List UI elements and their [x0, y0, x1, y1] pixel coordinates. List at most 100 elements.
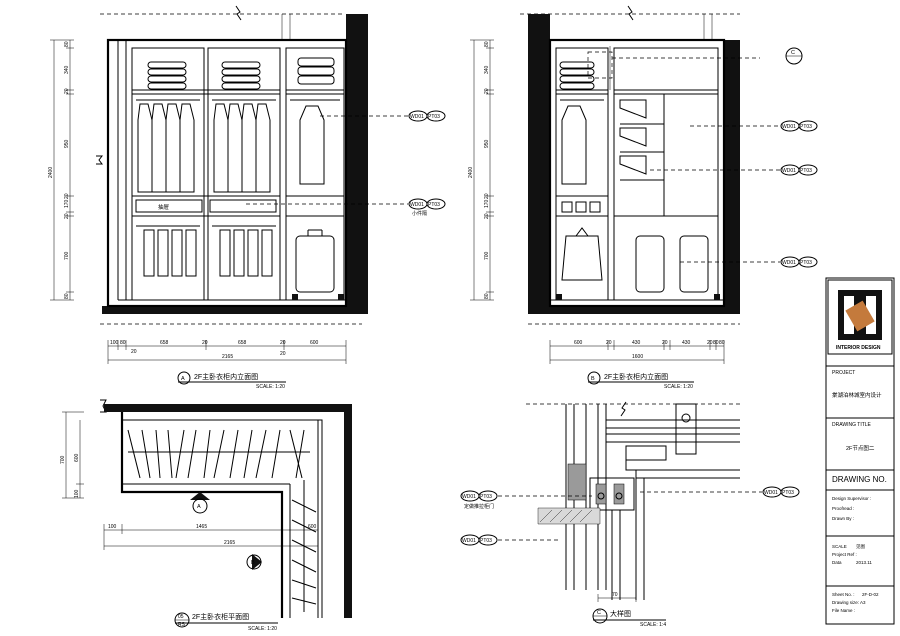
elev-b-title: B 2F主卧衣柜内立面图 SCALE: 1:20 [587, 371, 694, 390]
elev-a-horizontal-dims: 100 80 658 20 658 20 600 20 20 2165 [107, 340, 347, 364]
dim-h-a-2: 658 [160, 340, 169, 346]
svg-text:大样图: 大样图 [610, 609, 631, 618]
dim-h-b-0: 600 [574, 340, 583, 346]
svg-text:SCALE: 1:20: SCALE: 1:20 [664, 384, 693, 390]
svg-text:PT03: PT03 [800, 168, 812, 174]
dim-v-b-6: 20 [484, 213, 490, 219]
svg-text:C: C [597, 610, 601, 616]
drawer-label: 抽屉 [158, 203, 170, 211]
dim-v-a-2: 20 [64, 88, 70, 94]
dim-v-a-total: 2400 [48, 167, 54, 178]
dim-h-a-6: 600 [310, 340, 319, 346]
detail-title: C 大样图 SCALE: 1:4 [592, 608, 666, 628]
dim-h-a-5: 20 [280, 340, 286, 346]
plan-dim-v-0: 700 [60, 455, 66, 464]
svg-text:2013.11: 2013.11 [856, 560, 872, 565]
svg-text:SCALE: SCALE [832, 544, 847, 549]
elev-b-horizontal-dims: 600 20 430 20 430 20 80 80 1600 [549, 340, 725, 364]
dim-h-b-6: 80 [713, 340, 719, 346]
svg-text:小件隔: 小件隔 [412, 210, 427, 217]
luggage-icon [295, 235, 335, 293]
svg-text:PT03: PT03 [800, 124, 812, 130]
svg-text:WD01: WD01 [782, 124, 796, 130]
folded-clothes-icon [147, 57, 335, 90]
dim-v-a-0: 80 [64, 41, 70, 47]
drawer-left [135, 199, 203, 213]
svg-text:PT03: PT03 [428, 114, 440, 120]
dim-h-a-sub-0: 20 [131, 349, 137, 355]
svg-text:C: C [791, 50, 795, 56]
material-tag-c1: WD01 PT03 定做推拉柜门 [460, 490, 498, 510]
plan-view: A B 700 600 100 100 1465 600 2165 [60, 399, 352, 632]
elev-b-vertical-dims: 80 340 20 950 20 170 20 700 80 2400 [468, 39, 494, 301]
svg-text:Drawn By :: Drawn By : [832, 516, 854, 521]
dim-h-a-0: 100 [110, 340, 119, 346]
elev-a-vertical-dims: 80 340 20 950 20 170 20 700 80 2400 [48, 39, 74, 301]
dim-h-a-3: 20 [202, 340, 208, 346]
dim-h-b-2: 430 [632, 340, 641, 346]
elevation-b: C [468, 5, 818, 390]
dim-v-a-7: 700 [64, 251, 70, 260]
plan-title: 05 RS 2F主卧衣柜平面图 SCALE: 1:20 [174, 612, 278, 632]
material-tag-a1: WD01 PT03 [408, 110, 446, 122]
plan-hangers [127, 429, 317, 612]
svg-text:PT03: PT03 [480, 494, 492, 500]
svg-text:RS: RS [178, 622, 186, 628]
svg-text:File Name :: File Name : [832, 608, 855, 613]
material-tag-c2: WD01 PT03 [762, 486, 800, 498]
svg-text:SCALE: 1:4: SCALE: 1:4 [640, 622, 666, 628]
material-tag-b3: WD01 PT03 [780, 256, 818, 268]
svg-text:A: A [197, 504, 201, 510]
dim-h-b-1: 20 [606, 340, 612, 346]
plan-dims: 700 600 100 100 1465 600 2165 [60, 411, 319, 550]
dim-v-b-7: 700 [484, 251, 490, 260]
svg-text:WD01: WD01 [782, 168, 796, 174]
hanging-shirt-icon [137, 103, 325, 193]
company-logo-icon [838, 290, 882, 340]
hanging-bag-icon [561, 235, 603, 281]
svg-text:05: 05 [178, 614, 184, 620]
dim-h-b-total: 1600 [632, 354, 643, 360]
svg-text:2F主卧衣柜内立面图: 2F主卧衣柜内立面图 [604, 372, 668, 381]
dim-h-b-3: 20 [662, 340, 668, 346]
dim-v-b-1: 340 [484, 65, 490, 74]
svg-text:70: 70 [612, 592, 618, 598]
drawer-right [209, 199, 277, 213]
svg-text:PT03: PT03 [480, 538, 492, 544]
dim-v-a-5: 170 [64, 199, 70, 208]
dim-h-b-7: 80 [719, 340, 725, 346]
svg-text:100: 100 [108, 524, 117, 530]
dim-v-a-3: 950 [64, 139, 70, 148]
svg-text:Proofread :: Proofread : [832, 506, 854, 511]
svg-text:2F主卧衣柜平面图: 2F主卧衣柜平面图 [192, 612, 249, 621]
dim-h-b-4: 430 [682, 340, 691, 346]
svg-text:WD01: WD01 [462, 538, 476, 544]
svg-text:INTERIOR DESIGN: INTERIOR DESIGN [836, 345, 881, 351]
svg-text:600: 600 [308, 524, 317, 530]
svg-text:SCALE: 1:20: SCALE: 1:20 [256, 384, 285, 390]
dim-h-b-5: 20 [707, 340, 713, 346]
svg-text:DRAWING TITLE: DRAWING TITLE [832, 422, 872, 428]
dim-h-a-total: 2165 [222, 354, 233, 360]
svg-text:B: B [591, 376, 595, 382]
plan-dim-v-2: 100 [74, 489, 80, 498]
folded-clothes-icon [559, 61, 595, 90]
svg-text:1465: 1465 [196, 524, 207, 530]
dim-v-b-total: 2400 [468, 167, 474, 178]
material-tag-b2: WD01 PT03 [780, 164, 818, 176]
section-marker-a: A [190, 492, 210, 514]
svg-text:DRAWING NO.: DRAWING NO. [832, 475, 887, 484]
callout-bubble-c: C [785, 47, 803, 65]
svg-text:A: A [181, 376, 185, 382]
svg-text:2F主卧衣柜内立面图: 2F主卧衣柜内立面图 [194, 372, 258, 381]
dim-v-b-0: 80 [484, 41, 490, 47]
svg-text:2F-D-02: 2F-D-02 [862, 592, 879, 597]
elev-a-title: A 2F主卧衣柜内立面图 SCALE: 1:20 [177, 371, 286, 390]
luggage-icon [635, 235, 665, 293]
svg-text:PROJECT: PROJECT [832, 370, 855, 376]
svg-text:SCALE: 1:20: SCALE: 1:20 [248, 626, 277, 632]
svg-text:WD01: WD01 [410, 114, 424, 120]
title-block: INTERIOR DESIGN PROJECT 棠湖泊林城室内设计 DRAWIN… [825, 277, 895, 625]
material-tag-b1: WD01 PT03 [780, 120, 818, 132]
